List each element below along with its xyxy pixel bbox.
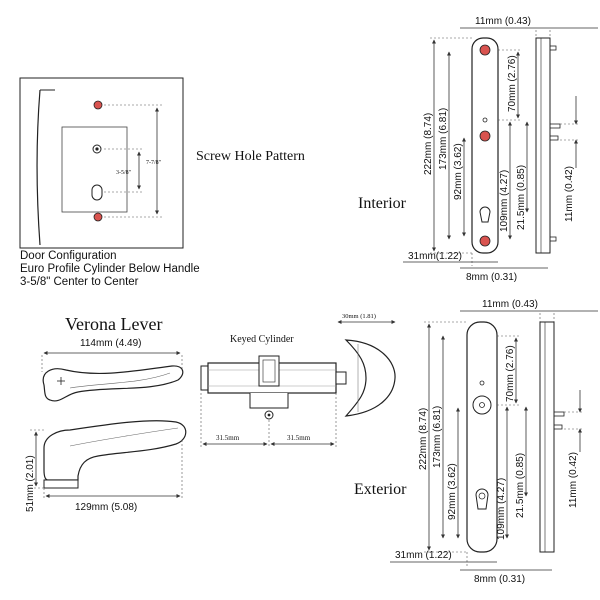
interior-plate-side <box>535 37 551 254</box>
interior-plate-front <box>471 37 499 254</box>
interior-panel: 11mm (0.43) 222mm (8.74) 173mm (6.81) 92… <box>358 16 598 283</box>
exterior-dim-11-side: 11mm (0.42) <box>568 452 579 508</box>
exterior-dim-70: 70mm (2.76) <box>505 345 516 402</box>
interior-dim-31: 31mm(1.22) <box>408 251 462 262</box>
interior-dim-21-5: 21.5mm (0.85) <box>516 165 527 230</box>
exterior-plate-front <box>466 321 498 553</box>
door-config-caption-line-2: Euro Profile Cylinder Below Handle <box>20 263 200 275</box>
exterior-dim-222: 222mm (8.74) <box>418 408 429 470</box>
lever-rose <box>43 479 79 489</box>
lever-side-view <box>43 420 187 481</box>
interior-dim-8: 8mm (0.31) <box>466 272 517 283</box>
exterior-dim-width-top: 11mm (0.43) <box>482 299 538 310</box>
exterior-dim-21-5: 21.5mm (0.85) <box>515 453 526 518</box>
door-config-caption-line-1: Door Configuration <box>20 250 117 262</box>
exterior-panel: 11mm (0.43) 222mm (8.74) 173mm (6.81) 92… <box>354 299 598 585</box>
screw-hole-bottom <box>93 212 103 222</box>
exterior-dim-8: 8mm (0.31) <box>474 574 525 585</box>
interior-screw-hole-top <box>479 44 491 56</box>
cylinder-title: Keyed Cylinder <box>230 334 294 345</box>
cylinder-lower-cam <box>249 393 289 409</box>
cylinder-dim-31-5-right: 31.5mm <box>287 434 311 442</box>
exterior-dim-173: 173mm (6.81) <box>432 406 443 468</box>
interior-dim-173: 173mm (6.81) <box>438 108 449 170</box>
interior-dim-222: 222mm (8.74) <box>423 113 434 175</box>
interior-dim-width-top: 11mm (0.43) <box>475 16 531 27</box>
interior-screw-hole-bottom <box>479 235 491 247</box>
cylinder-hole <box>91 184 103 201</box>
interior-dim-11-side: 11mm (0.42) <box>564 166 575 222</box>
door-config-caption-line-3: 3-5/8" Center to Center <box>20 276 139 288</box>
exterior-plate-side <box>539 321 555 553</box>
exterior-title: Exterior <box>354 481 407 498</box>
cylinder-dim-30: 30mm (1.81) <box>342 313 376 320</box>
interior-title: Interior <box>358 195 407 212</box>
lever-panel: Verona Lever 114mm (4.49) 129mm (5.08) 5… <box>25 314 187 513</box>
screw-pattern-plate <box>61 126 128 213</box>
interior-dim-92: 92mm (3.62) <box>453 143 464 200</box>
exterior-screw-hole <box>479 380 485 386</box>
interior-dim-109: 109mm (4.27) <box>499 170 510 232</box>
screw-pattern-frame <box>19 77 184 249</box>
cylinder-end-cap <box>200 365 209 391</box>
lever-title: Verona Lever <box>65 314 162 334</box>
cylinder-dim-31-5-left: 31.5mm <box>216 434 240 442</box>
lever-dim-114: 114mm (4.49) <box>80 338 142 349</box>
cylinder-panel: Keyed Cylinder 30mm (1.81) 31.5mm 31.5mm <box>200 313 396 448</box>
lever-dim-129: 129mm (5.08) <box>75 502 137 513</box>
exterior-dim-31: 31mm (1.22) <box>395 550 452 561</box>
lever-dim-51-side: 51mm (2.01) <box>25 455 36 512</box>
screw-hole-top <box>93 100 103 110</box>
interior-spindle-hole <box>482 117 488 123</box>
cylinder-thumb-turn <box>344 339 396 417</box>
screw-pattern-title: Screw Hole Pattern <box>196 149 305 164</box>
interior-cylinder-cutout <box>479 206 491 223</box>
screw-pattern-dim-7-7-8: 7-7/8" <box>146 160 162 166</box>
cylinder-cam <box>258 355 280 387</box>
screw-pattern-dim-3-5-8: 3-5/8" <box>116 170 132 176</box>
interior-dim-70: 70mm (2.76) <box>507 55 518 112</box>
screw-pattern-panel: 7-7/8" 3-5/8" Screw Hole Pattern Door Co… <box>19 77 305 288</box>
exterior-dim-92: 92mm (3.62) <box>447 463 458 520</box>
exterior-dim-109: 109mm (4.27) <box>496 478 507 540</box>
interior-screw-hole-middle <box>479 130 491 142</box>
